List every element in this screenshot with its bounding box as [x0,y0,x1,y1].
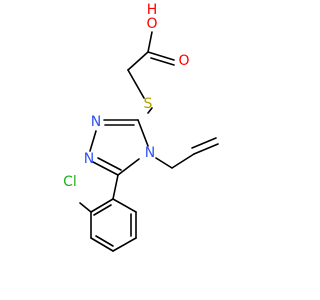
ring-nitrogen-4-label: N [145,145,155,161]
bond-ar-6 [112,198,137,213]
bond-c-o-double-a [147,51,175,61]
bond-ar-1-double [93,204,112,216]
bond-oh-c [147,31,153,53]
bond-n1-c5-b [97,157,122,171]
bond-ar-3 [90,237,114,252]
carbonyl-oxygen-label: O [178,53,189,69]
ring-nitrogen-2-label: N [91,114,101,130]
bond-ar-1 [90,198,114,213]
bond-c-ch2 [127,51,149,71]
bond-n2-n1 [89,130,97,152]
bond-c5-n4 [117,158,140,176]
bond-ch2-s [127,69,145,99]
bond-c5-phenyl [112,174,119,200]
molecule-diagram: O H O S N N N Cl [63,2,219,252]
structure-canvas: O H O S N N N Cl [63,2,219,252]
bond-ch-ch2-double-b [191,137,217,149]
bond-ch-ch2-double-a [193,143,219,155]
bond-s-c3 [147,107,153,114]
bond-n4-ch2 [155,157,173,169]
hydroxyl-hydrogen-label: H [147,2,158,18]
bond-ar-3-double [95,235,114,247]
hydroxyl-oxygen-label: O [146,16,157,32]
bond-c3-n4 [137,119,149,147]
bond-ar-4 [112,237,137,252]
chlorine-label: Cl [63,174,77,190]
bond-c-o-double-b [150,57,175,66]
bond-ar-cl [79,202,92,213]
ring-nitrogen-1-label: N [84,151,94,167]
bond-ch2-ch [171,153,195,169]
atom-labels: O H O S N N N Cl [63,2,189,190]
sulfur-label: S [144,96,153,112]
bond-n1-c5-a [92,161,119,176]
bonds [79,31,219,252]
